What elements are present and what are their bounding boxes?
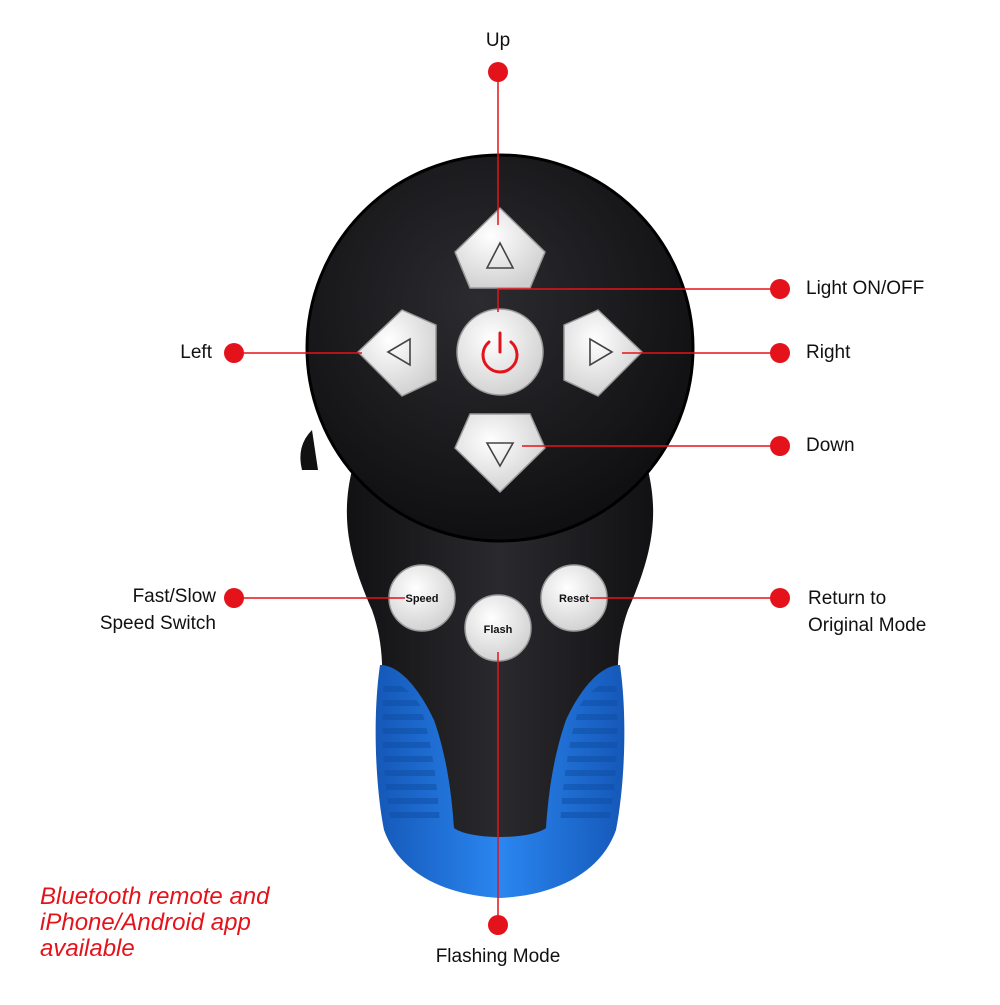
marker-right [770,343,790,363]
marker-light [770,279,790,299]
label-reset-line2: Original Mode [808,614,927,636]
up-button[interactable] [454,207,546,289]
marker-down [770,436,790,456]
label-reset-line1: Return to [808,588,887,609]
down-button[interactable] [454,413,546,493]
right-button[interactable] [563,309,643,397]
label-right: Right [806,342,851,363]
left-button[interactable] [357,309,437,397]
power-button[interactable] [456,308,544,396]
label-speed-line1: Fast/Slow [132,586,216,607]
label-speed: Fast/Slow Speed Switch [60,584,216,637]
blue-grip [375,665,625,898]
reset-button-label: Reset [559,593,589,605]
app-availability-note: Bluetooth remote and iPhone/Android app … [40,883,270,962]
label-speed-line2: Speed Switch [99,612,216,634]
flash-button[interactable]: Flash [464,594,532,662]
label-reset: Return to Original Mode [808,586,926,639]
grip-ribs-left [382,680,440,826]
left-arrow-icon [386,337,411,367]
label-light: Light ON/OFF [806,278,925,299]
right-arrow-icon [589,337,614,367]
marker-up [488,62,508,82]
grip-ribs-right [560,680,618,826]
label-flash: Flashing Mode [435,946,561,967]
flash-button-label: Flash [484,624,513,636]
reset-button[interactable]: Reset [540,564,608,632]
side-clip [300,430,318,470]
marker-reset [770,588,790,608]
power-icon [481,331,519,374]
label-down: Down [806,435,855,456]
speed-button-label: Speed [405,593,438,605]
marker-speed [224,588,244,608]
label-up: Up [485,30,511,51]
label-left: Left [180,342,212,363]
callout-line-light [497,288,780,312]
up-arrow-icon [485,241,515,269]
callout-markers [224,62,790,935]
marker-left [224,343,244,363]
marker-flash [488,915,508,935]
down-arrow-icon [485,442,515,468]
callout-lines [234,72,780,925]
